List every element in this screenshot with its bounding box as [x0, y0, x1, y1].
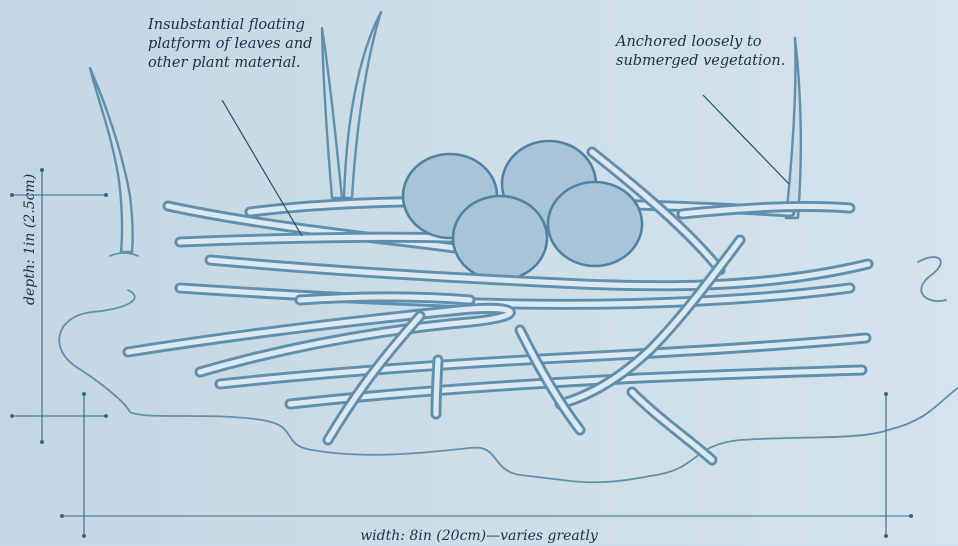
- callout-leader-line: [703, 95, 789, 184]
- callout-floating-platform: Insubstantial floating platform of leave…: [148, 16, 318, 73]
- reed-icon: [322, 28, 342, 198]
- egg-icon: [453, 196, 547, 280]
- stick-icon: [300, 297, 470, 300]
- reed-icon: [344, 12, 381, 198]
- depth-label: depth: 1in (2.5cm): [21, 25, 40, 305]
- stick-icon: [436, 360, 438, 414]
- egg-icon: [548, 182, 642, 266]
- stick-icon: [180, 288, 850, 304]
- water-ripple-icon: [110, 253, 138, 256]
- reed-icon: [786, 38, 801, 218]
- width-label: width: 8in (20cm)—varies greatly: [0, 527, 958, 546]
- width-dimension: [60, 392, 913, 538]
- stick-icon: [682, 206, 850, 214]
- reed-icon: [90, 68, 133, 252]
- callout-anchored: Anchored loosely to submerged vegetation…: [616, 33, 786, 71]
- stick-icon: [632, 392, 712, 460]
- stick-icon: [180, 237, 450, 242]
- water-ripple-icon: [918, 257, 946, 301]
- stick-icon: [210, 260, 868, 286]
